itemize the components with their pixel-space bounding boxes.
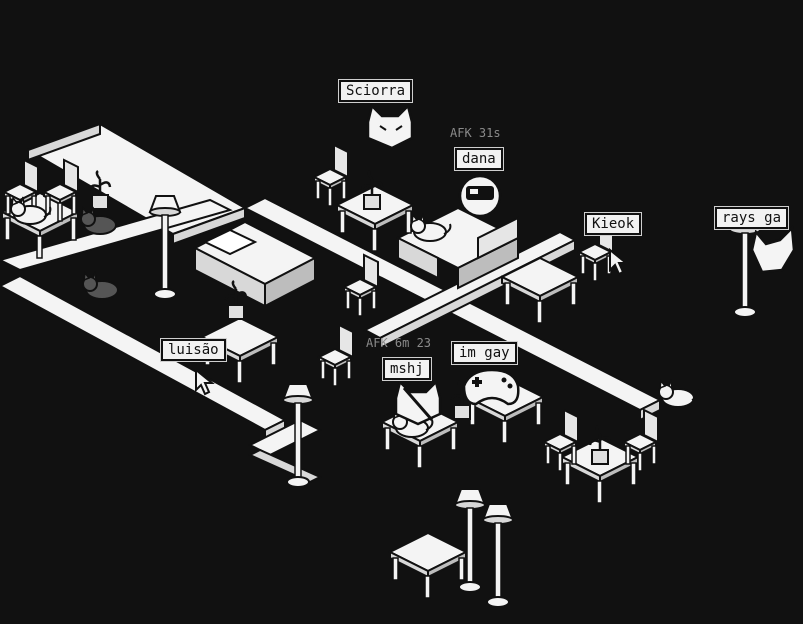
sciorra-avatar[interactable]: [366, 103, 414, 150]
afk-status-dana: AFK 31s: [450, 126, 501, 140]
player-tag-luisao[interactable]: luisão: [160, 338, 227, 362]
afk-status-imgay: AFK 6m 23: [366, 336, 432, 350]
rays-avatar[interactable]: [750, 225, 796, 274]
player-tag-rays[interactable]: rays ga: [713, 206, 790, 230]
kieok-avatar[interactable]: [609, 249, 627, 275]
player-tag-kieok[interactable]: Kieok: [583, 212, 643, 236]
player-tag-sciorra[interactable]: Sciorra: [337, 79, 414, 103]
mshj-avatar[interactable]: [394, 379, 442, 426]
player-tag-mshj[interactable]: mshj: [382, 357, 432, 381]
player-tag-dana[interactable]: dana: [454, 147, 504, 171]
bed: [192, 220, 318, 308]
player-tag-imgay[interactable]: im gay: [451, 341, 518, 365]
dana-avatar[interactable]: [458, 174, 502, 218]
wall-beams: [0, 122, 663, 484]
imgay-avatar[interactable]: [462, 368, 520, 406]
